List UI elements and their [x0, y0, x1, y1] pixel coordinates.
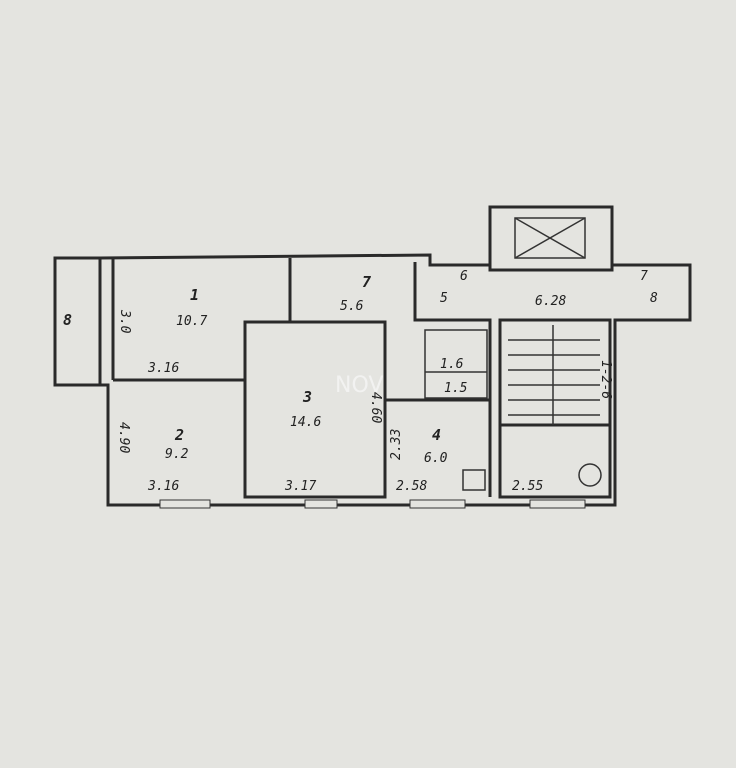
marker-8: 8: [650, 291, 658, 306]
dim-room1-width: 3.16: [147, 361, 179, 376]
room-4-number: 4: [432, 426, 441, 444]
marker-5: 5: [440, 291, 448, 306]
dim-room2-width: 3.16: [147, 479, 179, 494]
dim-stair-width: 2.55: [512, 479, 543, 494]
marker-7: 7: [640, 269, 648, 284]
marker-stair: 1-2-6: [598, 360, 613, 399]
stairwell: [498, 318, 612, 499]
dim-kitchen-height: 2.33: [389, 429, 404, 460]
room-7-area: 5.6: [340, 299, 364, 314]
room-3-area: 14.6: [290, 415, 321, 430]
room-1-area: 10.7: [176, 314, 207, 329]
room-3-walls: [243, 320, 387, 499]
dim-kitchen-width: 2.58: [396, 479, 427, 494]
room-5-area: 1.5: [444, 381, 468, 396]
dim-room1-height: 3.0: [117, 309, 132, 334]
room-4-area: 6.0: [424, 451, 448, 466]
balcony: [53, 256, 102, 387]
dim-room3-width: 3.17: [284, 479, 316, 494]
top-wall: [99, 253, 490, 267]
room-7-number: 7: [362, 273, 371, 291]
room-1-number: 1: [190, 286, 199, 304]
room-6-area: 1.6: [440, 357, 464, 372]
windows: [159, 499, 586, 509]
stove-icon: [462, 469, 486, 491]
dim-room2-height: 4.90: [116, 422, 131, 453]
watermark: NOV: [335, 373, 383, 398]
bathroom: [424, 329, 488, 399]
elevator-shaft: [488, 205, 614, 272]
hall-wall: [413, 262, 492, 497]
pipe-icon: [578, 463, 602, 487]
room-2-number: 2: [174, 426, 184, 444]
dim-room3-height: 4.60: [368, 392, 383, 423]
marker-balcony: 8: [63, 311, 72, 329]
room-3-number: 3: [302, 388, 312, 406]
elevator-cabin: [514, 217, 586, 259]
dim-landing: 6.28: [535, 294, 566, 309]
room-2-area: 9.2: [165, 447, 189, 462]
marker-6: 6: [460, 269, 468, 284]
stair-steps: [508, 339, 600, 416]
outer-wall: [100, 263, 692, 507]
